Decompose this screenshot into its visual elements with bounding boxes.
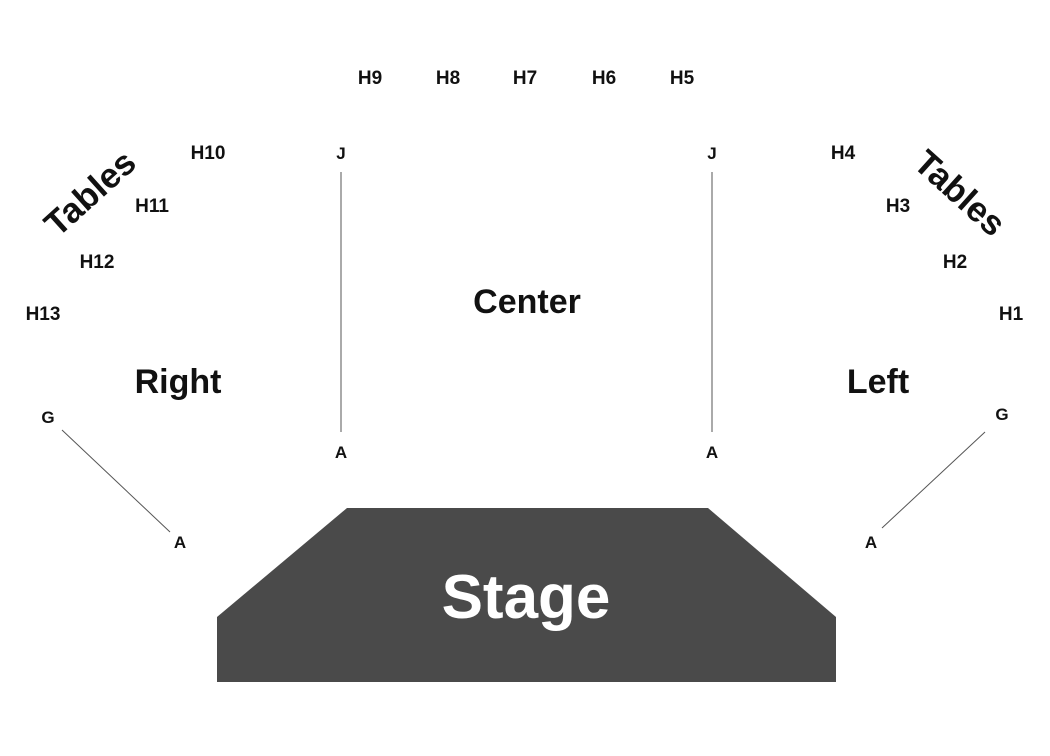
table-h10[interactable]: H10 xyxy=(191,143,226,164)
table-h6[interactable]: H6 xyxy=(592,68,616,89)
row-label-center-right-back: J xyxy=(707,144,716,163)
row-label-left-back: G xyxy=(995,405,1008,424)
table-h3[interactable]: H3 xyxy=(886,196,910,217)
table-h13[interactable]: H13 xyxy=(26,304,61,325)
table-h2[interactable]: H2 xyxy=(943,252,967,273)
row-label-center-left-front: A xyxy=(335,443,347,462)
table-h1[interactable]: H1 xyxy=(999,304,1024,325)
stage[interactable] xyxy=(217,508,836,682)
aisle-right-diagonal xyxy=(61,429,171,533)
stage-label: Stage xyxy=(442,563,611,632)
row-label-left-front: A xyxy=(865,533,877,552)
table-h7[interactable]: H7 xyxy=(513,68,537,89)
table-h12[interactable]: H12 xyxy=(80,252,115,273)
row-label-center-left-back: J xyxy=(336,144,345,163)
tables-area-right-side: Tables xyxy=(906,143,1013,244)
section-left[interactable]: Left xyxy=(847,363,909,401)
table-h5[interactable]: H5 xyxy=(670,68,695,89)
row-label-right-front: A xyxy=(174,533,186,552)
table-h4[interactable]: H4 xyxy=(831,143,856,164)
aisle-left-diagonal xyxy=(881,431,986,529)
row-label-center-right-front: A xyxy=(706,443,718,462)
table-h11[interactable]: H11 xyxy=(135,196,169,217)
table-h8[interactable]: H8 xyxy=(436,68,460,89)
tables-area-left-side: Tables xyxy=(37,143,144,244)
row-label-right-back: G xyxy=(41,408,54,427)
table-h9[interactable]: H9 xyxy=(358,68,382,89)
section-center[interactable]: Center xyxy=(473,283,581,321)
section-right[interactable]: Right xyxy=(135,363,222,401)
